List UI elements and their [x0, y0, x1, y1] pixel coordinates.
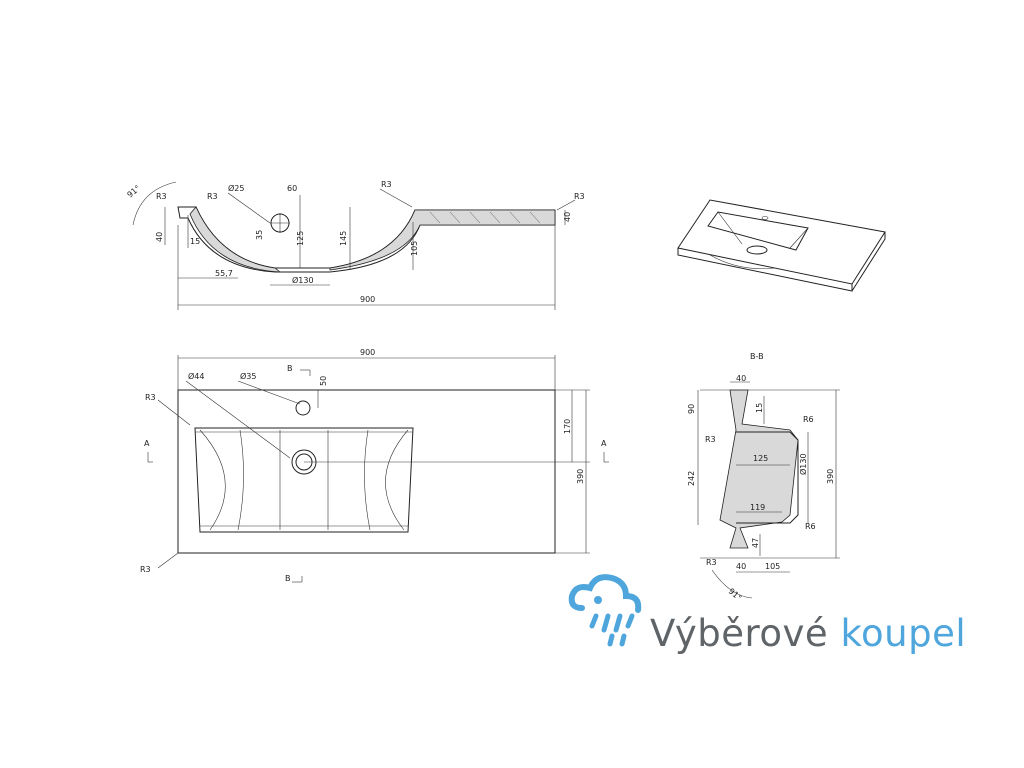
label-dim-900-top: 900	[360, 348, 375, 357]
label-dim-35: 35	[255, 230, 264, 240]
label-dia-25: Ø25	[228, 183, 244, 193]
top-view: 900 B Ø44 Ø35 50 R3 170 390 A A R3 B	[140, 348, 609, 583]
label-dim-40-bottom: 40	[736, 562, 746, 571]
label-angle: 91°	[126, 184, 143, 200]
brand-name: Výběrové koupel	[650, 612, 966, 655]
label-dim-15: 15	[190, 237, 200, 246]
label-dim-125: 125	[296, 231, 305, 246]
brand-word-1: Výběrové	[650, 612, 829, 655]
label-dia-44: Ø44	[188, 371, 204, 381]
label-dim-105-sec: 105	[765, 562, 780, 571]
label-r3-sec-left: R3	[705, 435, 716, 444]
label-dia-130: Ø130	[292, 275, 314, 285]
label-dim-90: 90	[687, 404, 696, 414]
label-r3-sec-bottom: R3	[706, 558, 717, 567]
label-r3-right: R3	[574, 192, 585, 201]
label-dim-40-top: 40	[736, 374, 746, 383]
label-r6-top: R6	[803, 415, 814, 424]
label-dim-60: 60	[287, 184, 297, 193]
label-section-a-left: A	[144, 439, 150, 448]
label-dim-40-right: 40	[563, 212, 572, 222]
label-dim-900-side: 900	[360, 295, 375, 304]
side-view: 91° R3 R3 Ø25 60 R3 R3 40 15 35 125 145 …	[126, 180, 585, 310]
label-r3-mid: R3	[381, 180, 392, 189]
label-r6-bottom: R6	[805, 522, 816, 531]
isometric-view	[677, 199, 886, 292]
label-dim-390-top: 390	[576, 469, 585, 484]
label-dim-170: 170	[563, 419, 572, 434]
label-dim-242: 242	[687, 471, 696, 486]
section-b-b: B-B 40 90 15 R6 R3 125 Ø130 390 242 119 …	[687, 352, 840, 603]
label-dim-55-7: 55,7	[215, 269, 233, 278]
label-dia-35: Ø35	[240, 371, 256, 381]
label-r3-bottom: R3	[140, 565, 151, 574]
label-dim-390-sec: 390	[826, 469, 835, 484]
label-dim-50: 50	[319, 376, 328, 386]
label-dim-47: 47	[751, 538, 760, 548]
label-section-b-top: B	[287, 364, 293, 373]
label-dim-125-sec: 125	[753, 454, 768, 463]
label-section-b-bottom: B	[285, 574, 291, 583]
label-dia-130-sec: Ø130	[798, 453, 808, 475]
label-dim-40-left: 40	[155, 232, 164, 242]
label-angle-sec: 91°	[727, 587, 744, 603]
brand-word-2: koupel	[840, 612, 967, 655]
label-r3-left: R3	[156, 192, 167, 201]
label-dim-145: 145	[339, 231, 348, 246]
label-dim-119: 119	[750, 503, 765, 512]
label-dim-105: 105	[410, 241, 419, 256]
label-r3-top: R3	[145, 393, 156, 402]
label-section-a-right: A	[601, 439, 607, 448]
label-dim-15-sec: 15	[755, 403, 764, 413]
label-r3-inner: R3	[207, 192, 218, 201]
cloud-rain-shower-icon	[568, 574, 642, 647]
label-section-title: B-B	[750, 352, 764, 361]
